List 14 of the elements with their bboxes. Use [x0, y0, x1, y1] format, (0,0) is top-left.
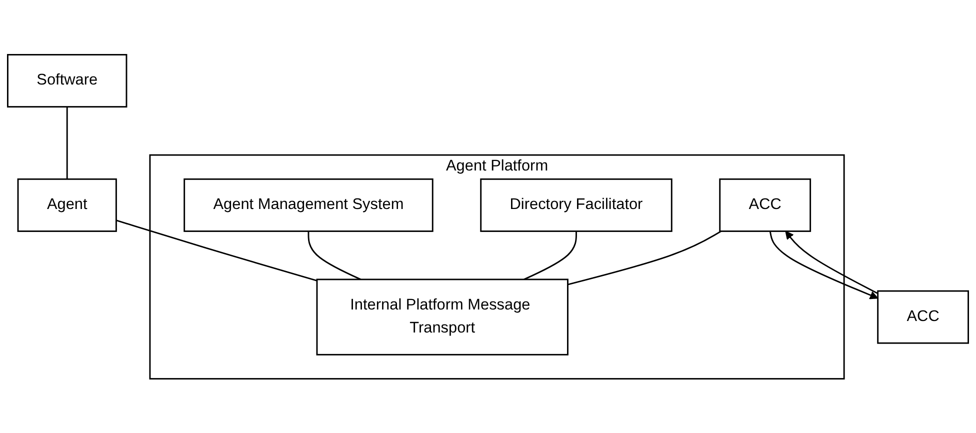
node-box: Directory Facilitator — [480, 178, 672, 232]
node-box: Agent — [17, 178, 117, 232]
connector — [116, 219, 318, 282]
node-box: ACC — [877, 290, 969, 344]
connector — [308, 230, 362, 280]
connector — [66, 106, 68, 179]
node-box: Software — [7, 54, 128, 108]
node-box: Agent Management System — [184, 178, 434, 232]
arrow — [785, 230, 878, 294]
arrow — [769, 230, 878, 299]
node-box: Internal Platform Message Transport — [316, 278, 568, 356]
node-box: ACC — [719, 178, 812, 232]
connector — [568, 230, 722, 285]
connector — [524, 230, 577, 280]
